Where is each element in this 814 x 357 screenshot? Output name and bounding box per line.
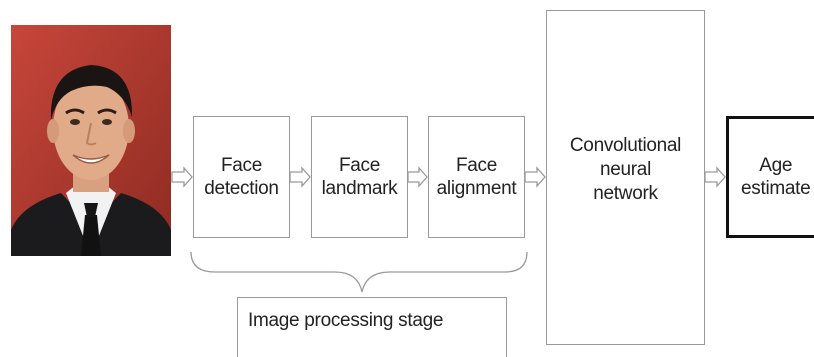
arrow-alignment-to-cnn bbox=[524, 166, 546, 188]
arrow-cnn-to-age bbox=[704, 166, 726, 188]
convolutional-neural-network-box: Convolutional neural network bbox=[546, 10, 705, 345]
processing-stage-brace bbox=[190, 251, 528, 293]
age-estimate-box: Age estimate bbox=[726, 116, 814, 238]
face-alignment-box: Face alignment bbox=[428, 116, 525, 238]
arrow-detection-to-landmark bbox=[289, 166, 311, 188]
input-face-photo bbox=[11, 25, 171, 256]
face-detection-box: Face detection bbox=[193, 116, 290, 238]
connectors-layer bbox=[171, 166, 726, 293]
arrow-landmark-to-alignment bbox=[407, 166, 428, 188]
arrow-photo-to-detection bbox=[171, 166, 193, 188]
face-landmark-box: Face landmark bbox=[311, 116, 408, 238]
